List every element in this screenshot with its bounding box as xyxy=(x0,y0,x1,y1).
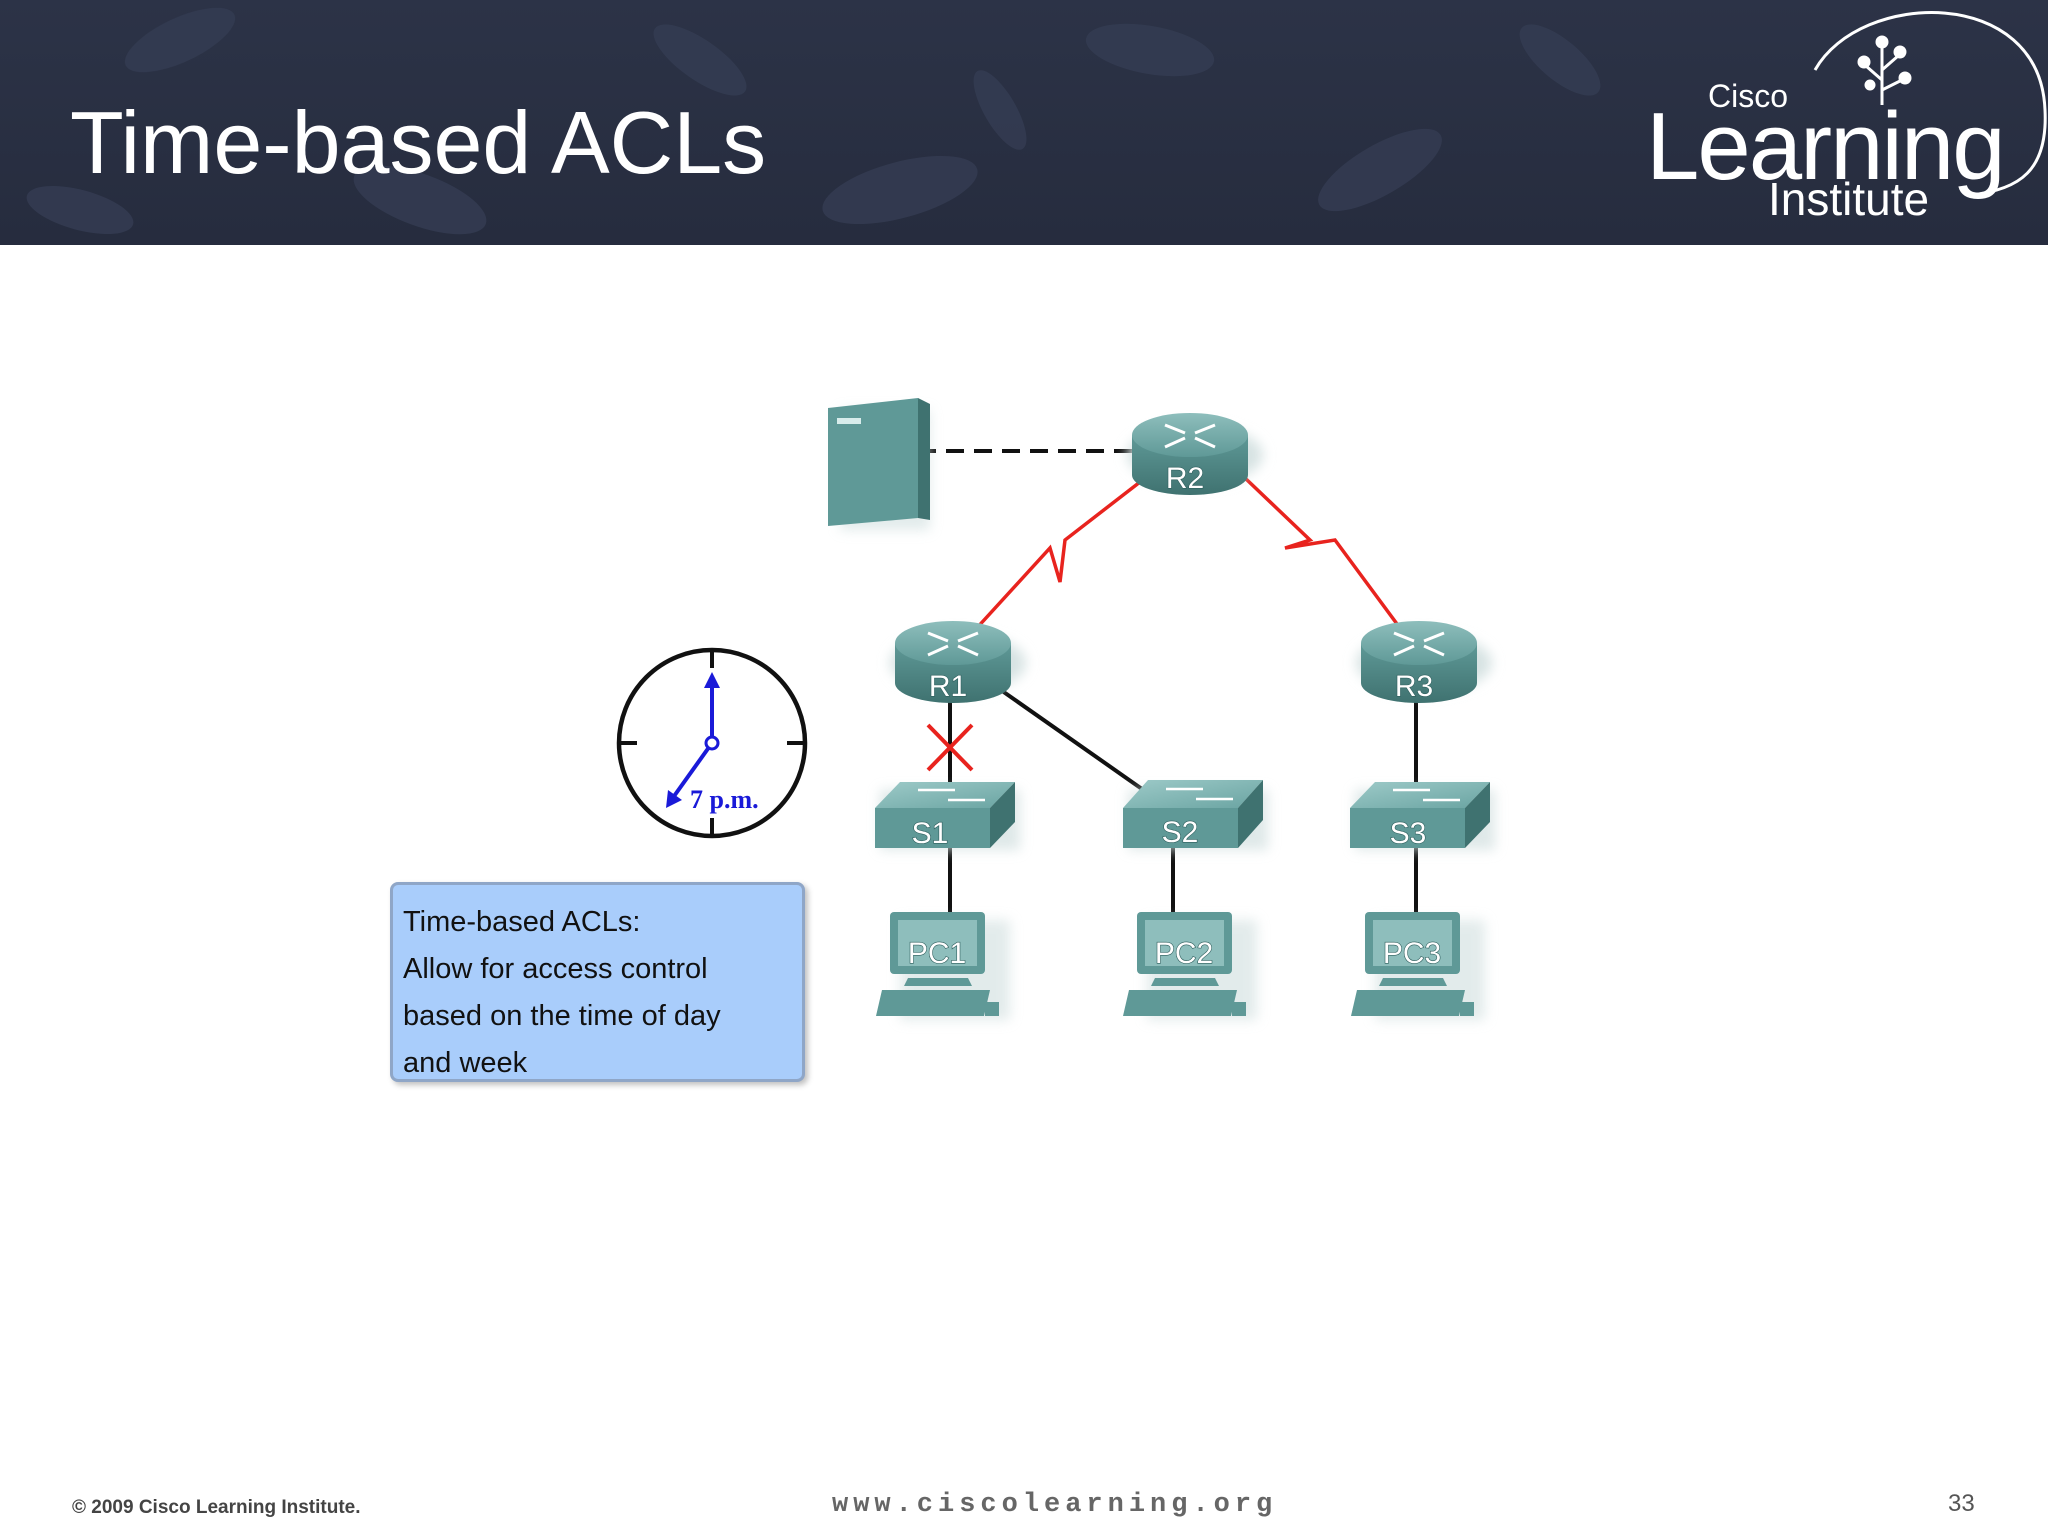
logo-learning-text: Learning xyxy=(1646,93,2006,200)
pc-pc3: PC3 xyxy=(1351,912,1485,1020)
router-arrows-icon xyxy=(1393,631,1445,657)
clock-icon: 7 p.m. xyxy=(616,647,808,839)
callout-line: Time-based ACLs: xyxy=(403,906,641,938)
switch-s3: S3 xyxy=(1350,782,1495,851)
switch-label: S1 xyxy=(912,817,949,850)
leaf-pattern-background xyxy=(26,7,1601,235)
pc-label: PC2 xyxy=(1155,937,1213,970)
r2-r1-serial-link xyxy=(973,480,1142,632)
callout-line: Allow for access control xyxy=(403,953,708,985)
r1-s2-link xyxy=(996,686,1154,798)
server-icon xyxy=(828,398,930,530)
logo-institute-text: Institute xyxy=(1768,173,1930,225)
pc-pc2: PC2 xyxy=(1123,912,1257,1020)
switch-label: S3 xyxy=(1390,817,1427,850)
blocked-x-icon xyxy=(926,723,974,772)
switch-arrows-icon xyxy=(1166,787,1233,801)
footer-copyright: © 2009 Cisco Learning Institute. xyxy=(72,1497,361,1518)
network-topology-diagram: R2 R1 R3 S1 xyxy=(616,398,1495,1020)
pc-label: PC1 xyxy=(908,937,966,970)
router-r3: R3 xyxy=(1356,621,1492,704)
switch-arrows-icon xyxy=(1393,788,1460,802)
cisco-learning-institute-logo: Cisco Learning Institute xyxy=(1640,0,2048,245)
router-arrows-icon xyxy=(1164,423,1216,449)
router-r2: R2 xyxy=(1127,413,1263,496)
footer-url: www.ciscolearning.org xyxy=(832,1490,1278,1520)
switch-arrows-icon xyxy=(918,788,985,802)
router-label: R2 xyxy=(1166,462,1204,495)
router-label: R1 xyxy=(929,670,967,703)
r2-r3-serial-link xyxy=(1243,476,1402,630)
switch-s2: S2 xyxy=(1123,780,1268,850)
slide-title: Time-based ACLs xyxy=(70,93,767,192)
logo-arc-icon xyxy=(1813,11,2047,197)
router-r1: R1 xyxy=(890,621,1026,704)
pc-label: PC3 xyxy=(1383,937,1441,970)
router-label: R3 xyxy=(1395,670,1433,703)
page-number: 33 xyxy=(1948,1490,1975,1517)
clock-hour-hand xyxy=(670,741,714,801)
callout-line: and week xyxy=(403,1047,528,1079)
clock-time-label: 7 p.m. xyxy=(690,785,759,814)
switch-label: S2 xyxy=(1162,816,1199,849)
callout-line: based on the time of day xyxy=(403,1000,721,1032)
switch-s1: S1 xyxy=(875,782,1020,851)
callout-box: Time-based ACLs: Allow for access contro… xyxy=(390,882,805,1082)
slide-header: Time-based ACLs Cisco Learning Institute xyxy=(0,0,2048,245)
logo-cisco-text: Cisco xyxy=(1708,78,1789,114)
router-arrows-icon xyxy=(927,631,979,657)
pc-pc1: PC1 xyxy=(876,912,1010,1020)
